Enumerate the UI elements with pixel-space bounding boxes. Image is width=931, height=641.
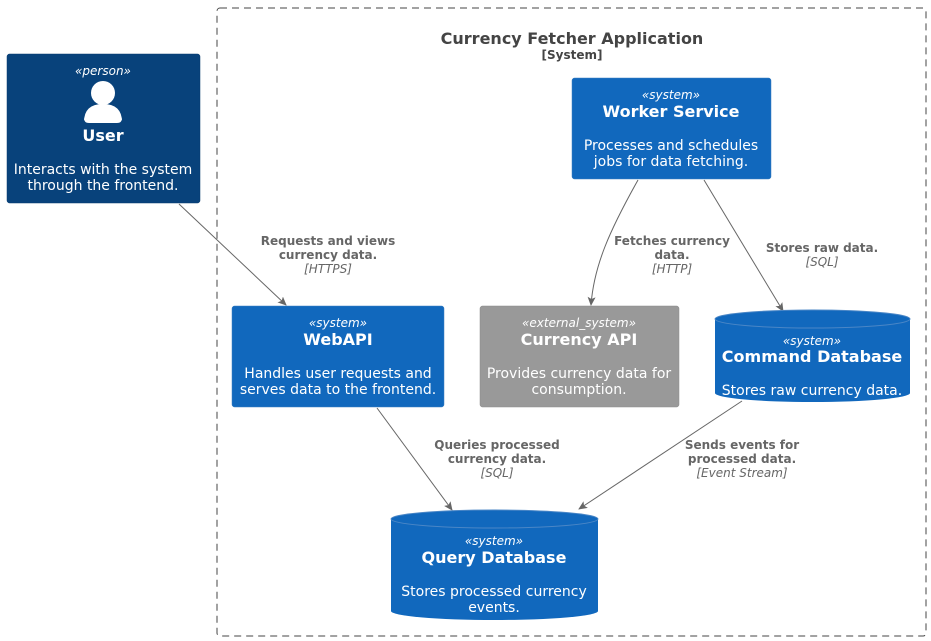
arrow-webapi-to-query-db xyxy=(376,407,453,511)
relation-tech: [Event Stream] xyxy=(696,466,788,480)
node-stereotype: «system» xyxy=(309,316,367,330)
node-desc-line: Provides currency data for xyxy=(487,366,672,382)
node-webapi[interactable]: «system» WebAPI Handles user requests an… xyxy=(231,305,445,408)
node-command-database[interactable]: «system» Command Database Stores raw cur… xyxy=(714,309,911,402)
arrow-command-db-to-query-db xyxy=(578,400,743,510)
relation-label-webapi-query: Queries processed currency data. [SQL] xyxy=(434,438,559,480)
svg-text:Sends events for: Sends events for xyxy=(685,438,799,452)
node-stereotype: «system» xyxy=(783,334,841,348)
relation-label-worker-currency: Fetches currency data. [HTTP] xyxy=(614,234,730,276)
system-boundary: Currency Fetcher Application [System] xyxy=(216,7,927,637)
node-desc-line: Processes and schedules xyxy=(584,138,758,154)
svg-text:processed data.: processed data. xyxy=(688,452,796,466)
relation-label-user-webapi: Requests and views currency data. [HTTPS… xyxy=(261,234,396,276)
node-desc-line: Handles user requests and xyxy=(244,366,431,382)
relations xyxy=(178,179,784,511)
node-desc-line: events. xyxy=(468,600,520,616)
relation-tech: [HTTP] xyxy=(652,262,693,276)
node-stereotype: «person» xyxy=(75,64,131,78)
boundary-title: Currency Fetcher Application xyxy=(441,29,704,48)
relation-tech: [SQL] xyxy=(480,466,513,480)
node-query-database[interactable]: «system» Query Database Stores processed… xyxy=(390,509,599,621)
relation-label-worker-command: Stores raw data. [SQL] xyxy=(766,241,878,269)
person-icon xyxy=(84,81,122,123)
node-title: Worker Service xyxy=(603,102,740,121)
node-title: Query Database xyxy=(422,548,567,567)
node-currency-api[interactable]: «external_system» Currency API Provides … xyxy=(479,305,680,408)
svg-text:Queries processed: Queries processed xyxy=(434,438,559,452)
node-title: User xyxy=(82,126,123,145)
node-desc-line: jobs for data fetching. xyxy=(593,154,748,170)
relation-tech: [HTTPS] xyxy=(304,262,352,276)
node-desc-line: Stores processed currency xyxy=(401,584,587,600)
node-title: Currency API xyxy=(521,330,638,349)
node-stereotype: «system» xyxy=(642,88,700,102)
node-desc-line: serves data to the frontend. xyxy=(240,382,436,398)
node-title: Command Database xyxy=(722,347,903,366)
node-stereotype: «external_system» xyxy=(522,316,636,330)
node-user[interactable]: «person» User Interacts with the system … xyxy=(6,53,201,204)
boundary-type-label: [System] xyxy=(542,48,603,62)
svg-text:Fetches currency: Fetches currency xyxy=(614,234,730,248)
node-stereotype: «system» xyxy=(465,534,523,548)
svg-text:Stores raw data.: Stores raw data. xyxy=(766,241,878,255)
relation-label-command-query: Sends events for processed data. [Event … xyxy=(685,438,799,480)
svg-text:currency data.: currency data. xyxy=(448,452,546,466)
svg-text:Requests and views: Requests and views xyxy=(261,234,396,248)
svg-text:currency data.: currency data. xyxy=(279,248,377,262)
node-desc-line: consumption. xyxy=(531,382,626,398)
relation-tech: [SQL] xyxy=(805,255,838,269)
arrow-worker-to-command-db xyxy=(703,179,784,312)
node-title: WebAPI xyxy=(303,330,372,349)
node-worker-service[interactable]: «system» Worker Service Processes and sc… xyxy=(571,77,772,180)
svg-text:data.: data. xyxy=(654,248,689,262)
node-desc-line: Interacts with the system xyxy=(14,162,193,178)
arrow-worker-to-currency-api xyxy=(587,179,639,306)
node-desc-line: through the frontend. xyxy=(27,178,178,194)
node-desc-line: Stores raw currency data. xyxy=(722,383,902,399)
arrow-user-to-webapi xyxy=(178,203,287,306)
